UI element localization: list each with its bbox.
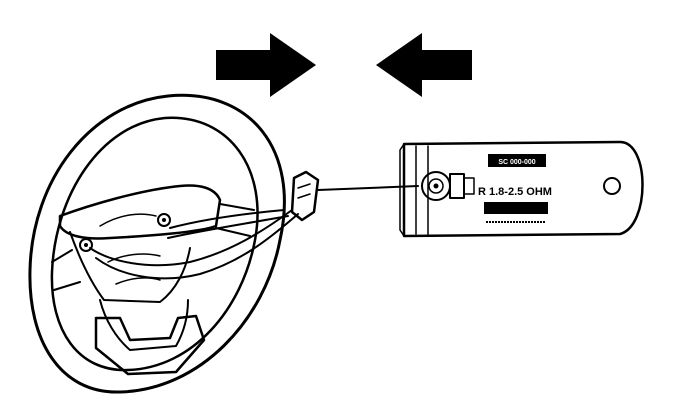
wiring-harness: [89, 209, 299, 280]
connection-line: [317, 185, 419, 191]
black-strip: [484, 202, 548, 214]
tag: [488, 154, 546, 167]
arrow-left-icon: [376, 33, 472, 97]
connector: [290, 170, 320, 222]
arrow-right-icon: [216, 33, 316, 97]
steering-wheel: [28, 93, 286, 394]
resistor-label: R 1.8-2.5 OHM: [478, 186, 552, 198]
tag-text: SC 000-000: [498, 159, 535, 166]
resistor-tool: SC 000-000 R 1.8-2.5 OHM: [399, 140, 644, 238]
